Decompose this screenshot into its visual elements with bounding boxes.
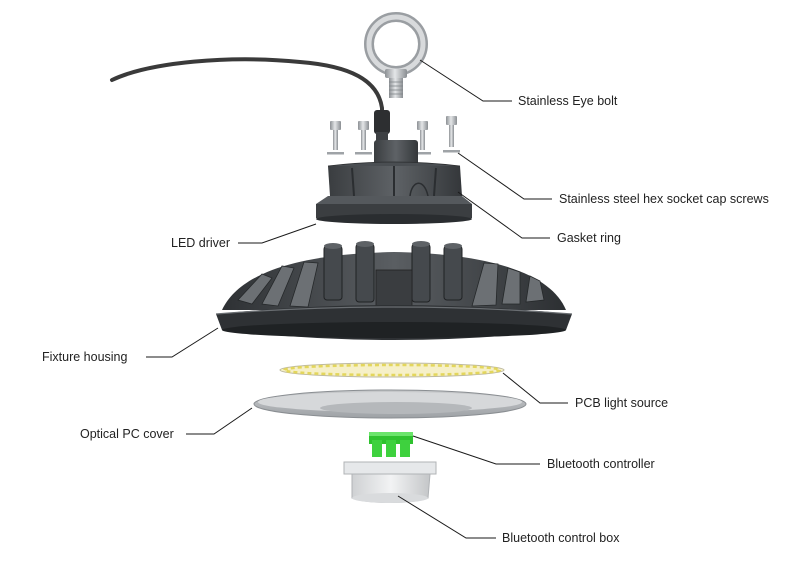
led-driver-part — [316, 140, 472, 224]
bluetooth-control-box-part — [343, 461, 437, 503]
label-fixture-housing: Fixture housing — [42, 350, 128, 364]
label-optical-pc-cover: Optical PC cover — [80, 427, 174, 441]
leader-eye-bolt — [419, 59, 512, 102]
power-cable — [110, 57, 390, 142]
cap-screws-part — [327, 116, 460, 155]
leader-bluetooth-controller — [412, 435, 540, 465]
leader-cap-screws — [457, 152, 552, 200]
leader-lines — [146, 59, 568, 539]
eye-bolt-part — [364, 12, 428, 98]
bluetooth-controller-part — [369, 432, 413, 457]
leader-optical-pc-cover — [186, 407, 253, 435]
pcb-light-source-part — [279, 362, 505, 378]
label-gasket-ring: Gasket ring — [557, 231, 621, 245]
label-bluetooth-control-box: Bluetooth control box — [502, 531, 620, 545]
label-pcb-light-source: PCB light source — [575, 396, 668, 410]
label-cap-screws: Stainless steel hex socket cap screws — [559, 192, 769, 206]
fixture-housing-part — [215, 241, 573, 340]
label-bluetooth-controller: Bluetooth controller — [547, 457, 655, 471]
leader-led-driver — [238, 223, 317, 244]
leader-pcb-light-source — [502, 372, 568, 404]
leader-fixture-housing — [146, 327, 219, 358]
leader-gasket-ring — [457, 191, 550, 239]
part-labels: Stainless Eye bolt Stainless steel hex s… — [42, 94, 769, 545]
label-eye-bolt: Stainless Eye bolt — [518, 94, 618, 108]
label-led-driver: LED driver — [171, 236, 230, 250]
optical-pc-cover-part — [253, 389, 527, 419]
leader-bluetooth-control-box — [397, 495, 496, 539]
